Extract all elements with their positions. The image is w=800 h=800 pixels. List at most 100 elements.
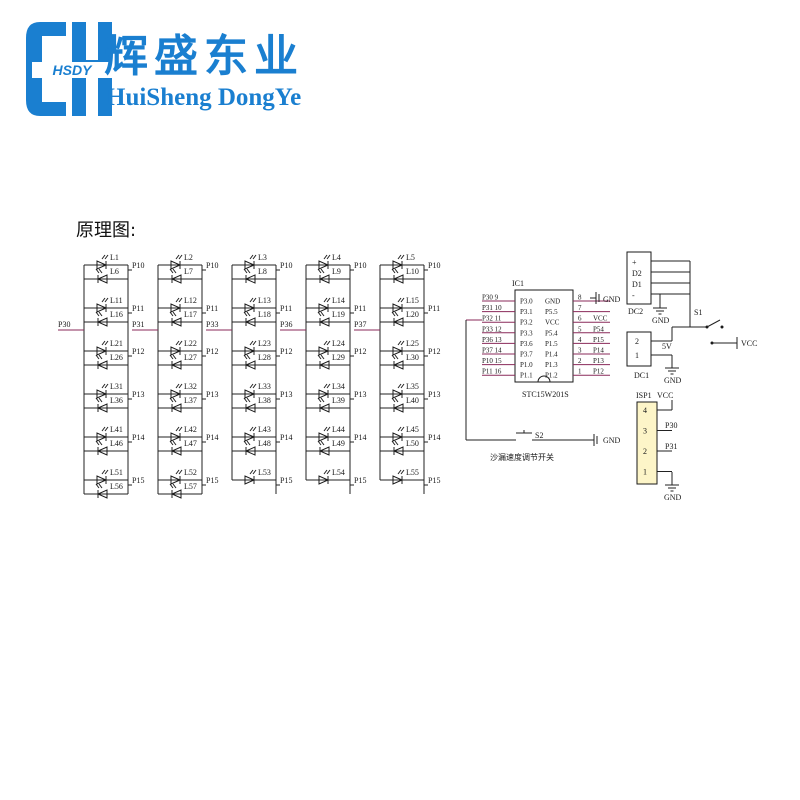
led-triangle xyxy=(244,475,256,485)
led-emission-arrow xyxy=(98,483,103,489)
led-triangle xyxy=(392,389,404,399)
led-label: L11 xyxy=(110,296,123,305)
led-emission-arrow xyxy=(104,297,109,303)
ic-right-net: VCC xyxy=(593,315,608,323)
led-emission-arrow xyxy=(397,254,402,260)
led-l12: L12 xyxy=(170,296,197,313)
led-label: L16 xyxy=(110,310,123,319)
led-l19: L19 xyxy=(317,310,345,327)
isp-net-label: P31 xyxy=(665,442,677,451)
ic-right-pin-num: 2 xyxy=(578,357,582,365)
led-emission-arrow xyxy=(391,268,396,274)
led-emission-arrow xyxy=(243,440,248,446)
led-triangle xyxy=(244,403,256,413)
ground-label: GND xyxy=(652,316,670,325)
row-net-label: P11 xyxy=(206,304,218,313)
ic-right-pin-name: VCC xyxy=(545,319,560,327)
ic-right-pin-name: P1.3 xyxy=(545,361,558,369)
led-triangle xyxy=(318,317,330,327)
led-emission-arrow xyxy=(175,254,180,260)
led-emission-arrow xyxy=(95,268,100,274)
led-triangle xyxy=(244,346,256,356)
ground-label: GND xyxy=(664,376,682,385)
led-triangle xyxy=(170,303,182,313)
led-label: L7 xyxy=(184,267,193,276)
led-label: L32 xyxy=(184,382,197,391)
led-label: L25 xyxy=(406,339,419,348)
led-column-p36: L4L9P10L14L19P11L24L29P12L34L39P13L44L49… xyxy=(280,253,366,494)
led-emission-arrow xyxy=(252,340,257,346)
led-l5: L5 xyxy=(392,253,415,270)
led-emission-arrow xyxy=(98,397,103,403)
led-emission-arrow xyxy=(397,297,402,303)
led-l28: L28 xyxy=(243,353,271,370)
led-l29: L29 xyxy=(317,353,345,370)
led-label: L23 xyxy=(258,339,271,348)
led-emission-arrow xyxy=(326,469,331,475)
led-emission-arrow xyxy=(394,440,399,446)
led-l8: L8 xyxy=(243,267,267,284)
led-label: L5 xyxy=(406,253,415,262)
isp-pin-label: 2 xyxy=(643,447,647,456)
row-net-label: P13 xyxy=(428,390,440,399)
led-l41: L41 xyxy=(96,425,123,442)
isp-net-label: P30 xyxy=(665,421,677,430)
led-emission-arrow xyxy=(320,397,325,403)
led-emission-arrow xyxy=(243,311,248,317)
led-emission-arrow xyxy=(101,254,106,260)
led-emission-arrow xyxy=(320,354,325,360)
led-emission-arrow xyxy=(169,440,174,446)
led-emission-arrow xyxy=(394,268,399,274)
led-triangle xyxy=(96,346,108,356)
led-emission-arrow xyxy=(249,426,254,432)
led-emission-arrow xyxy=(400,469,405,475)
led-triangle xyxy=(244,389,256,399)
led-l32: L32 xyxy=(170,382,197,399)
led-emission-arrow xyxy=(397,383,402,389)
led-triangle xyxy=(318,403,330,413)
led-emission-arrow xyxy=(400,297,405,303)
led-emission-arrow xyxy=(323,340,328,346)
led-l7: L7 xyxy=(169,267,193,284)
dc2-ref: DC2 xyxy=(628,307,643,316)
led-label: L45 xyxy=(406,425,419,434)
led-label: L8 xyxy=(258,267,267,276)
led-emission-arrow xyxy=(101,426,106,432)
led-label: L54 xyxy=(332,468,345,477)
led-emission-arrow xyxy=(397,426,402,432)
led-column-p33: L3L8P10L13L18P11L23L28P12L33L38P13L43L48… xyxy=(206,253,292,494)
led-label: L20 xyxy=(406,310,419,319)
led-l38: L38 xyxy=(243,396,271,413)
led-l37: L37 xyxy=(169,396,197,413)
led-emission-arrow xyxy=(326,254,331,260)
led-emission-arrow xyxy=(317,440,322,446)
led-emission-arrow xyxy=(246,311,251,317)
led-emission-arrow xyxy=(320,268,325,274)
led-l36: L36 xyxy=(95,396,123,413)
led-l18: L18 xyxy=(243,310,271,327)
led-emission-arrow xyxy=(400,340,405,346)
led-label: L49 xyxy=(332,439,345,448)
ic-left-net: P32 11 xyxy=(482,315,502,323)
led-label: L35 xyxy=(406,382,419,391)
led-emission-arrow xyxy=(252,426,257,432)
column-net-label: P31 xyxy=(132,320,144,329)
led-emission-arrow xyxy=(104,426,109,432)
ic-gnd-label: GND xyxy=(603,295,621,304)
led-triangle xyxy=(96,260,108,270)
led-label: L15 xyxy=(406,296,419,305)
led-triangle xyxy=(170,403,182,413)
led-emission-arrow xyxy=(175,469,180,475)
led-emission-arrow xyxy=(317,311,322,317)
led-emission-arrow xyxy=(249,383,254,389)
led-label: L29 xyxy=(332,353,345,362)
led-emission-arrow xyxy=(397,469,402,475)
column-net-label: P33 xyxy=(206,320,218,329)
dc1-pin-label: 1 xyxy=(635,351,639,360)
led-label: L44 xyxy=(332,425,345,434)
led-l22: L22 xyxy=(170,339,197,356)
ic-left-pin-name: P1.1 xyxy=(520,372,533,380)
led-triangle xyxy=(96,389,108,399)
row-net-label: P15 xyxy=(206,476,218,485)
led-column-p37: L5L10P10L15L20P11L25L30P12L35L40P13L45L5… xyxy=(354,253,440,494)
